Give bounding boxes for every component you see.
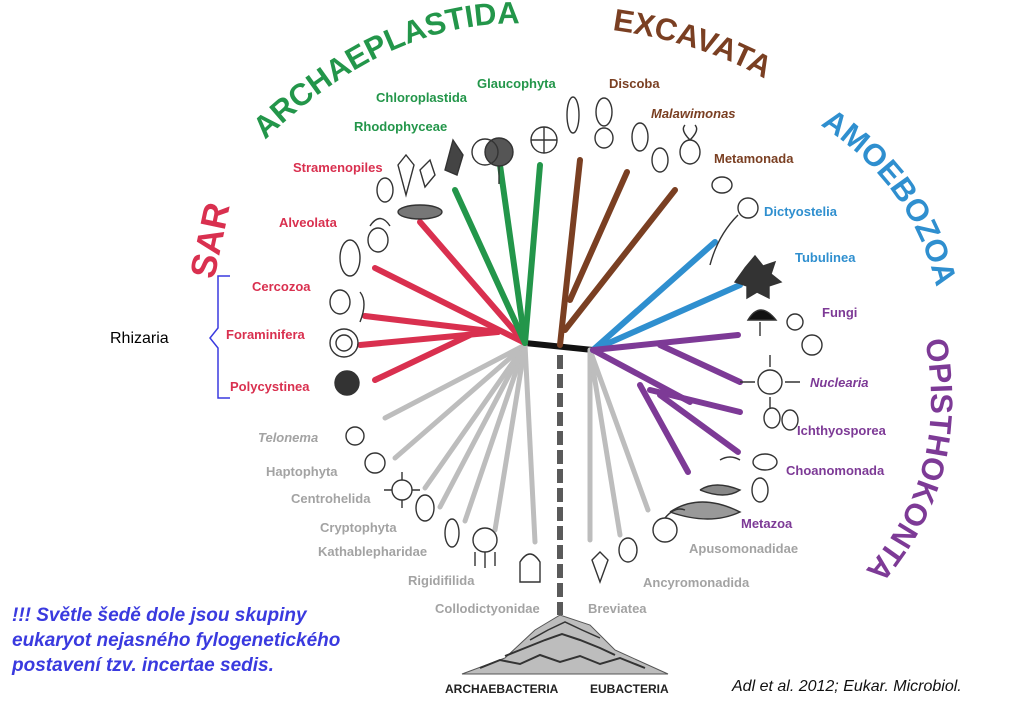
taxon-metazoa: Metazoa <box>741 516 793 531</box>
taxon-malawimonas: Malawimonas <box>651 106 736 121</box>
rhizaria-label: Rhizaria <box>110 330 169 347</box>
taxon-alveolata: Alveolata <box>279 215 337 230</box>
citation: Adl et al. 2012; Eukar. Microbiol. <box>732 678 962 695</box>
supergroup-excavata: EXCAVATA <box>611 2 778 85</box>
taxon-choanomonada: Choanomonada <box>786 463 885 478</box>
root-pile <box>461 614 669 675</box>
taxon-nuclearia: Nuclearia <box>810 375 869 390</box>
incertae-sedis-branches <box>382 342 651 545</box>
taxon-foraminifera: Foraminifera <box>226 327 305 342</box>
root-label-eubacteria: EUBACTERIA <box>590 682 669 696</box>
taxon-collodictyonidae: Collodictyonidae <box>435 601 540 616</box>
note-line: eukaryot nejasného fylogenetického <box>12 630 341 651</box>
note-line: !!! Světle šedě dole jsou skupiny <box>12 605 307 626</box>
taxon-dictyostelia: Dictyostelia <box>764 204 837 219</box>
note-line: postavení tzv. incertae sedis. <box>12 655 274 676</box>
taxon-haptophyta: Haptophyta <box>266 464 338 479</box>
taxon-metamonada: Metamonada <box>714 151 794 166</box>
taxon-stramenopiles: Stramenopiles <box>293 160 383 175</box>
organism-sketches <box>329 96 823 585</box>
archaeplastida-branches <box>452 162 543 346</box>
taxon-breviatea: Breviatea <box>588 601 647 616</box>
taxon-rhodophyceae: Rhodophyceae <box>354 119 448 134</box>
excavata-branches <box>557 157 678 348</box>
taxon-fungi: Fungi <box>822 305 858 320</box>
taxon-ancyromonadida: Ancyromonadida <box>643 575 750 590</box>
root-label-archaebacteria: ARCHAEBACTERIA <box>445 682 559 696</box>
opisthokonta-branches <box>590 332 743 475</box>
taxon-tubulinea: Tubulinea <box>795 250 856 265</box>
taxon-rigidifilida: Rigidifilida <box>408 573 475 588</box>
taxon-chloroplastida: Chloroplastida <box>376 90 468 105</box>
taxon-cercozoa: Cercozoa <box>252 279 311 294</box>
incertae-sedis-note: !!! Světle šedě dole jsou skupiny eukary… <box>12 603 340 678</box>
taxon-polycystinea: Polycystinea <box>230 379 310 394</box>
taxon-discoba: Discoba <box>609 76 660 91</box>
taxon-cryptophyta: Cryptophyta <box>320 520 397 535</box>
sar-branches <box>357 219 528 383</box>
taxon-glaucophyta: Glaucophyta <box>477 76 556 91</box>
taxon-ichthyosporea: Ichthyosporea <box>797 423 886 438</box>
amoebozoa-branches <box>590 239 743 353</box>
rhizaria-bracket <box>209 275 230 399</box>
taxon-centrohelida: Centrohelida <box>291 491 371 506</box>
taxon-kathablepharidae: Kathablepharidae <box>318 544 428 559</box>
taxon-telonema: Telonema <box>258 430 319 445</box>
supergroup-sar: SAR <box>182 199 238 282</box>
taxon-apusomonadidae: Apusomonadidae <box>689 541 799 556</box>
